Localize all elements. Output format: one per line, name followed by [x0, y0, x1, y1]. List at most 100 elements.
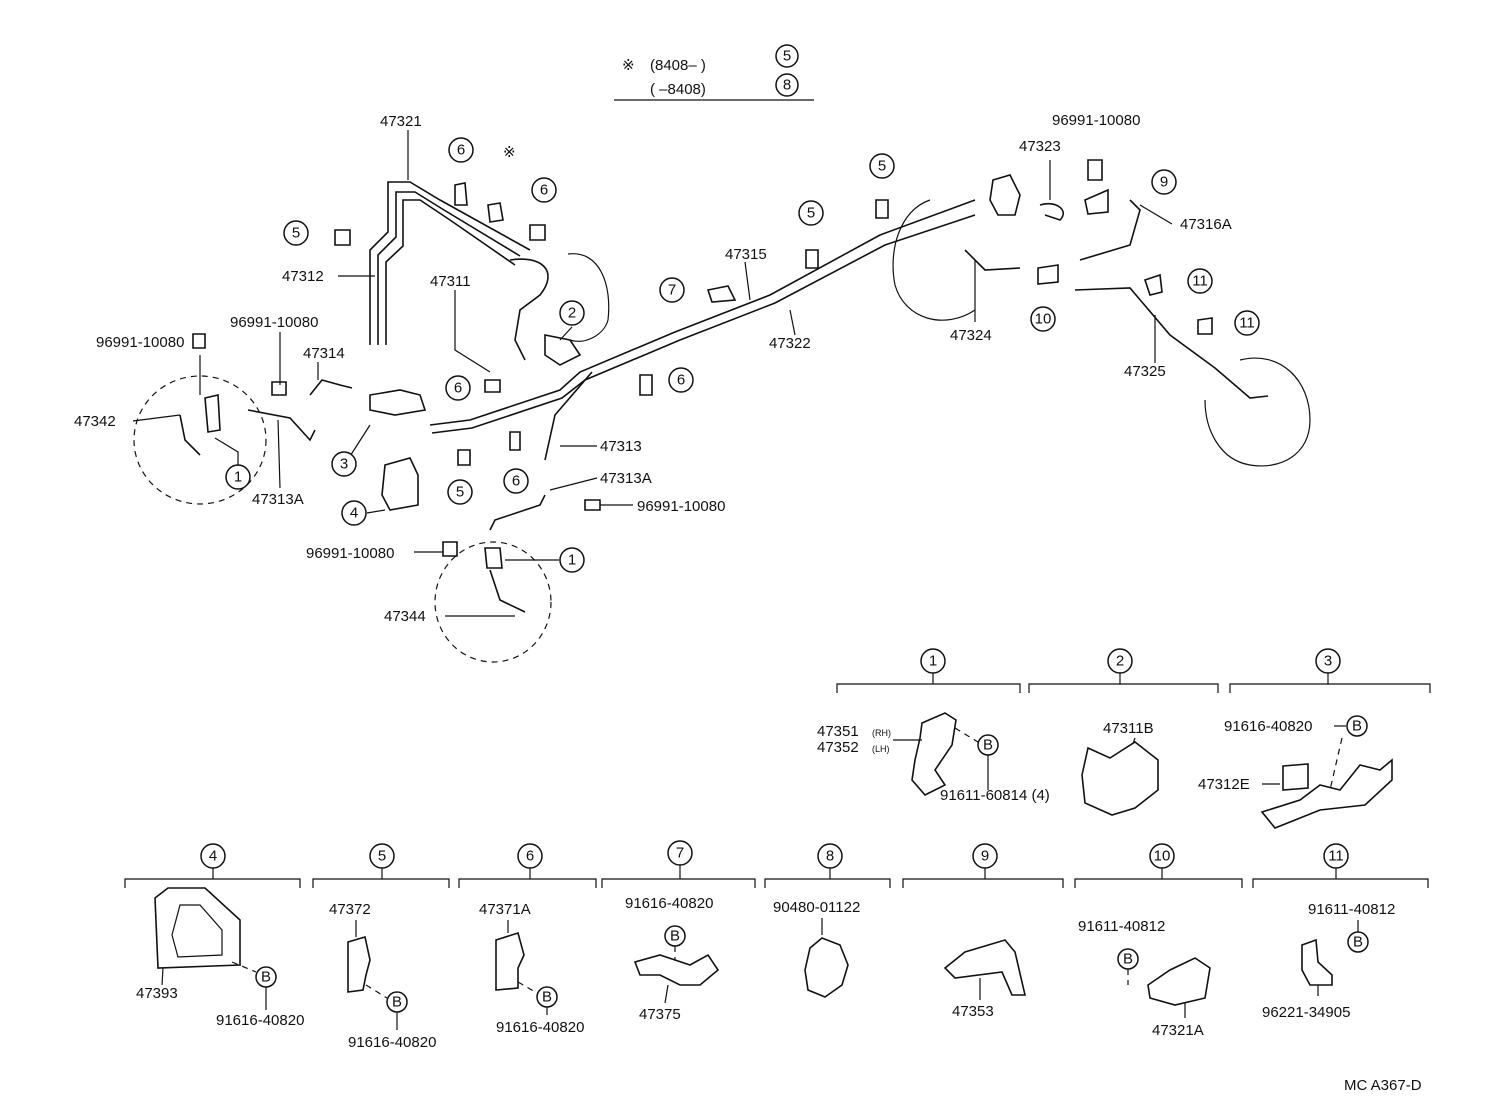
detail-4-part-91616: 91616-40820	[216, 1012, 304, 1029]
label-47313A-left: 47313A	[252, 491, 304, 508]
callout-7: 7	[668, 282, 676, 299]
detail-1-lh: (LH)	[872, 744, 890, 754]
clip-5d	[457, 449, 471, 466]
callout-6b: 6	[540, 182, 548, 199]
detail-group-3: 3 91616-40820 B 47312E	[1198, 648, 1431, 829]
callout-6e: 6	[512, 473, 520, 490]
leader-47316A	[1139, 204, 1173, 225]
detail-8-part-90480: 90480-01122	[773, 899, 860, 916]
detail-1-part-47352: 47352	[817, 739, 859, 756]
pipe-47323	[1039, 202, 1064, 221]
callout-11a: 11	[1192, 273, 1208, 290]
label-47323: 47323	[1019, 138, 1061, 155]
shield-47393-shape	[154, 887, 241, 969]
legend-ref-2: 8	[783, 77, 791, 94]
load-sensing-valve	[989, 174, 1021, 216]
callout-9: 9	[1160, 174, 1168, 191]
callout-circle-6c	[445, 375, 471, 401]
label-96991-mid: 96991-10080	[230, 314, 318, 331]
detail-7-part-91616: 91616-40820	[625, 895, 713, 912]
callout-circle-2	[559, 300, 585, 326]
label-47321: 47321	[380, 113, 422, 130]
detail-7-bolt: B	[670, 928, 680, 945]
detail-bracket-2	[1028, 673, 1219, 693]
leader-47315	[744, 261, 751, 301]
detail-4-bolt-dash	[231, 961, 257, 973]
rear-left-brake-drum	[892, 199, 976, 321]
detail-1-rh: (RH)	[872, 728, 891, 738]
label-96991-left: 96991-10080	[96, 334, 184, 351]
detail-11-bolt: B	[1353, 934, 1363, 951]
hose-47313A-left	[247, 409, 316, 442]
detail-ref-10: 10	[1154, 848, 1171, 865]
main-labels: 47321 47312 47311 47315 47322 47323 9699…	[74, 112, 1232, 625]
callout-5d: 5	[456, 484, 464, 501]
clip-6d	[509, 431, 521, 451]
callout-6c: 6	[454, 380, 462, 397]
callout-circle-5c	[869, 153, 895, 179]
detail-7-part-47375: 47375	[639, 1006, 681, 1023]
clip-96991-top	[1087, 159, 1103, 181]
detail-5-part-47372: 47372	[329, 901, 371, 918]
detail-group-2: 2 47311B	[1028, 648, 1219, 816]
callout-1a: 1	[234, 469, 242, 486]
label-47311: 47311	[430, 273, 471, 290]
detail-ref-11: 11	[1328, 848, 1344, 865]
callout-10: 10	[1035, 311, 1052, 328]
callout-5b: 5	[807, 205, 815, 222]
hose-47313A-mid	[489, 494, 546, 531]
detail-3-bolt-dash	[1329, 737, 1343, 791]
brake-drums	[133, 199, 1311, 663]
bracket-9	[1084, 188, 1109, 215]
callout-circle-5a	[283, 220, 309, 246]
detail-7-leader	[664, 984, 669, 1004]
clip-96991-bot	[442, 541, 458, 557]
detail-bracket-10	[1074, 868, 1243, 888]
leader-47313A-left	[277, 419, 281, 489]
detail-6-part-91616: 91616-40820	[496, 1019, 584, 1036]
label-96991-top: 96991-10080	[1052, 112, 1140, 129]
callout-circle-11b	[1234, 310, 1260, 336]
detail-group-10: 10 91611-40812 B 47321A	[1074, 843, 1243, 1039]
front-left-brake-drum	[133, 375, 267, 505]
detail-10-part-91611: 91611-40812	[1078, 918, 1165, 935]
legend-range-2: ( –8408)	[650, 81, 706, 98]
detail-bracket-9	[902, 868, 1064, 888]
proportioning-valve	[369, 389, 427, 416]
label-47344: 47344	[384, 608, 426, 625]
clip-6e	[484, 379, 501, 393]
detail-6-bolt-dash	[517, 981, 538, 994]
detail-1-bolt: B	[983, 737, 993, 754]
detail-1-bolt-dash	[954, 727, 979, 743]
legend-range-1: (8408– )	[650, 57, 706, 74]
callout-circle-7	[659, 277, 685, 303]
rear-right-brake-drum	[1204, 357, 1311, 467]
leader-47342	[132, 414, 181, 422]
detail-bracket-5	[312, 868, 450, 888]
leader-47313A-mid	[549, 477, 598, 491]
callout-circle-5b	[798, 200, 824, 226]
pipe-47314	[309, 379, 353, 396]
clamp-47375-shape	[633, 953, 720, 986]
label-47314: 47314	[303, 345, 345, 362]
pipe-47315	[429, 199, 976, 426]
detail-5-bolt-dash	[365, 984, 388, 999]
detail-11-bolt-circle	[1347, 931, 1369, 953]
detail-group-9: 9 47353	[902, 843, 1064, 1020]
legend-ref-circle-2	[775, 73, 799, 97]
clip-5c	[875, 199, 889, 219]
clamp-star	[487, 202, 504, 223]
callout-circle-1b	[559, 547, 585, 573]
pipe-47344	[489, 569, 526, 613]
detail-ref-4: 4	[209, 848, 217, 865]
legend-ref-1: 5	[783, 48, 791, 65]
clip-6a	[454, 182, 468, 206]
detail-bracket-8	[764, 868, 891, 888]
callout-circle-6e	[503, 468, 529, 494]
bracket-47311B-shape	[1081, 741, 1159, 816]
detail-ref-8: 8	[826, 848, 834, 865]
callout-5c: 5	[878, 158, 886, 175]
label-47312: 47312	[282, 268, 324, 285]
bracket-1-left	[204, 394, 221, 433]
